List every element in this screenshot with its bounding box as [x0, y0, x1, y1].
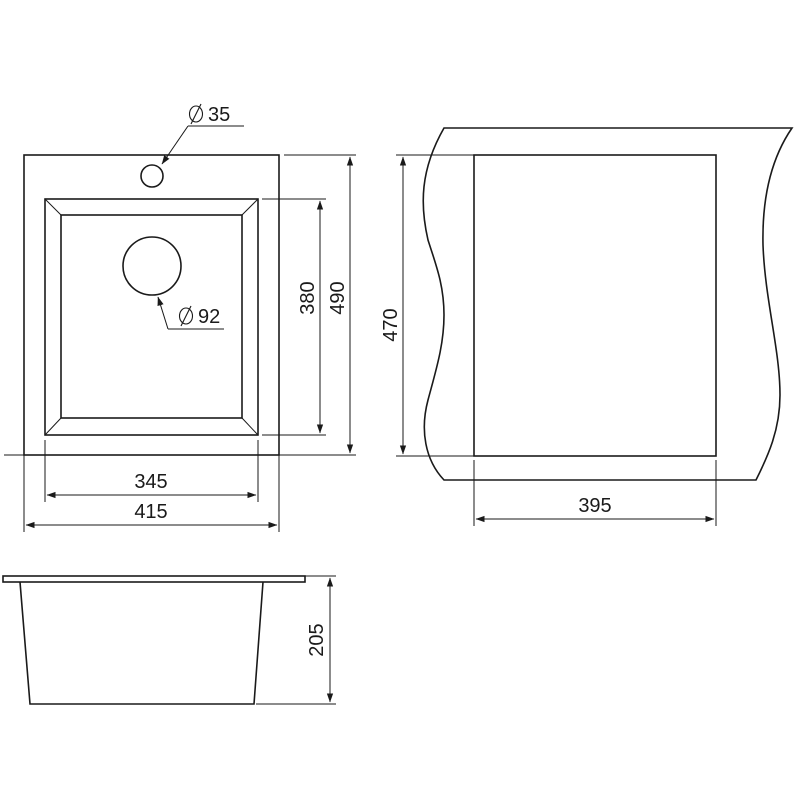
sink-length-label: 490	[327, 281, 349, 314]
diameter-symbol	[178, 307, 194, 325]
side-view: 205	[2, 575, 336, 705]
cutout-width-label: 395	[578, 495, 611, 517]
bowl-length-dimension: 380	[262, 198, 326, 436]
sink-length-dimension: 490	[4, 154, 356, 456]
drain-hole-leader: 92	[157, 296, 224, 330]
sink-rim	[2, 575, 306, 583]
cutout-width-dimension: 395	[473, 460, 717, 526]
countertop-cutout	[473, 154, 717, 457]
tap-hole-leader: 35	[161, 103, 244, 165]
bowl-inner-edge	[60, 214, 243, 419]
top-view: 35 92 345 415 380	[4, 103, 356, 532]
sink-bowl-profile	[19, 581, 264, 705]
diameter-symbol	[188, 105, 204, 123]
bowl-width-label: 345	[134, 471, 167, 493]
sink-width-dimension: 415	[23, 455, 280, 532]
countertop-outline	[422, 127, 794, 481]
sink-width-label: 415	[134, 501, 167, 523]
sink-outline	[23, 154, 280, 456]
tap-hole	[140, 164, 164, 188]
tap-hole-label: 35	[208, 104, 230, 126]
drain-hole	[122, 236, 182, 296]
bowl-length-label: 380	[297, 281, 319, 314]
drain-hole-label: 92	[198, 306, 220, 328]
cutout-view: 470 395	[380, 127, 794, 526]
cutout-length-label: 470	[380, 308, 402, 341]
bowl-width-dimension: 345	[44, 440, 259, 502]
sink-depth-label: 205	[306, 623, 328, 656]
bowl-outer-edge	[44, 198, 259, 436]
bowl-corner-bevels	[44, 198, 259, 436]
sink-depth-dimension: 205	[256, 575, 336, 705]
cutout-length-dimension: 470	[380, 154, 478, 457]
